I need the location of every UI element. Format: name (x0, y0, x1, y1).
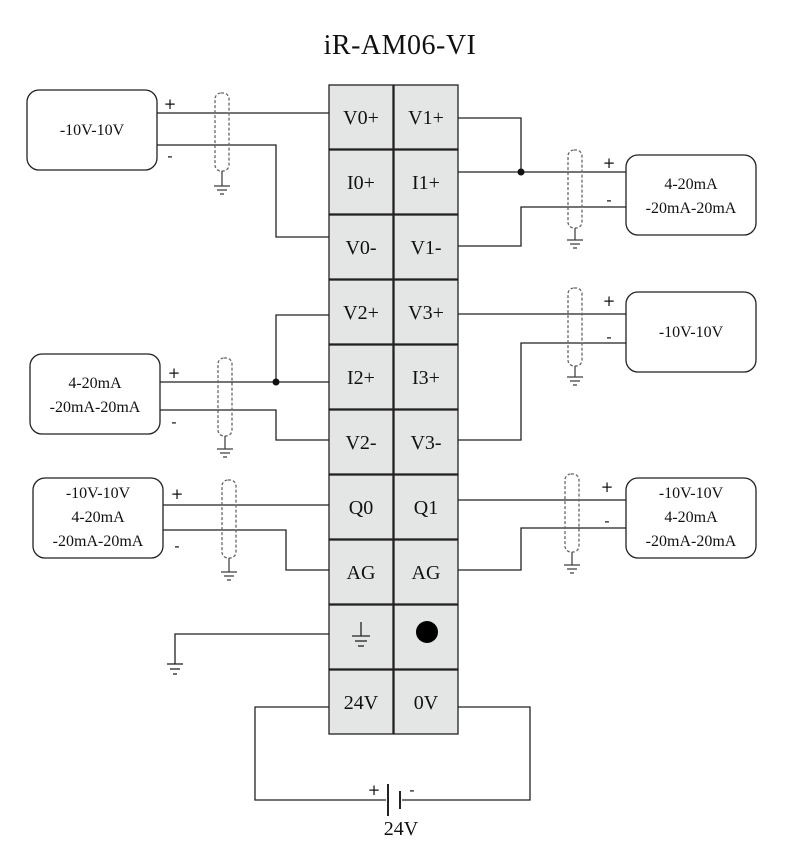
terminal-0v (393, 669, 459, 735)
battery-minus: - (409, 781, 414, 799)
label-v1-plus: V1+ (408, 107, 444, 129)
pol-plus-bottom-left: + (171, 485, 184, 503)
label-0v: 0V (414, 692, 439, 714)
terminal-i0-plus (328, 149, 394, 215)
wire-v0-minus (157, 144, 329, 238)
label-v3-minus: V3- (410, 432, 441, 454)
terminal-i2-plus (328, 344, 394, 410)
label-v2-minus: V2- (345, 432, 376, 454)
wire-0v (402, 706, 531, 801)
pol-minus-bottom-right: - (604, 512, 609, 530)
earth-terminal-icon (352, 622, 370, 647)
device-mid-right (625, 291, 757, 373)
device-top-left-line-1: -10V-10V (60, 122, 125, 139)
device-top-right-line-2: -20mA-20mA (646, 200, 737, 217)
device-bottom-right-line-3: -20mA-20mA (646, 533, 737, 550)
device-bottom-right-line-2: 4-20mA (664, 509, 718, 526)
device-bottom-right (625, 477, 757, 559)
power-supply-label: 24V (384, 818, 419, 840)
pol-plus-bottom-right: + (601, 478, 614, 496)
terminal-earth (328, 604, 394, 670)
device-bottom-left-line-2: 4-20mA (71, 509, 125, 526)
device-bottom-left-line-1: -10V-10V (66, 485, 131, 502)
terminal-v2-minus (328, 409, 394, 475)
junction-dot-right (517, 168, 525, 176)
terminal-v0-plus (328, 84, 394, 150)
label-v1-minus: V1- (410, 237, 441, 259)
device-mid-right-line-1: -10V-10V (659, 324, 724, 341)
wire-ag-right (458, 527, 626, 571)
label-i2-plus: I2+ (347, 367, 375, 389)
wire-v1-minus (458, 206, 626, 247)
device-bottom-left-line-3: -20mA-20mA (53, 533, 144, 550)
terminal-i3-plus (393, 344, 459, 410)
pol-minus-bottom-left: - (174, 537, 179, 555)
label-24v: 24V (344, 692, 379, 714)
terminal-v1-plus (393, 84, 459, 150)
terminal-block (328, 84, 459, 735)
device-mid-left-line-2: -20mA-20mA (50, 399, 141, 416)
label-q0: Q0 (349, 497, 373, 519)
label-v2-plus: V2+ (343, 302, 379, 324)
pol-plus-top-right: + (603, 154, 616, 172)
pol-minus-mid-right: - (606, 328, 611, 346)
pol-minus-top-left: - (167, 147, 172, 165)
terminal-ag-right (393, 539, 459, 605)
wire-earth (174, 633, 329, 664)
pol-plus-mid-left: + (168, 364, 181, 382)
pol-plus-top-left: + (164, 95, 177, 113)
terminal-ag-left (328, 539, 394, 605)
terminal-v0-minus (328, 214, 394, 280)
device-top-left (26, 89, 158, 171)
device-top-right-line-1: 4-20mA (664, 176, 718, 193)
battery-plus: + (368, 781, 381, 799)
terminal-v2-plus (328, 279, 394, 345)
label-i0-plus: I0+ (347, 172, 375, 194)
device-bottom-right-line-1: -10V-10V (659, 485, 724, 502)
junction-dot-left (272, 378, 280, 386)
wire-v1-plus (458, 117, 522, 172)
wire-v3-minus (458, 342, 626, 441)
terminal-q1 (393, 474, 459, 540)
pol-minus-mid-left: - (171, 413, 176, 431)
device-mid-left-line-1: 4-20mA (68, 375, 122, 392)
label-v0-plus: V0+ (343, 107, 379, 129)
pol-plus-mid-right: + (603, 292, 616, 310)
label-i1-plus: I1+ (412, 172, 440, 194)
pol-minus-top-right: - (606, 191, 611, 209)
terminal-v3-minus (393, 409, 459, 475)
device-bottom-left (32, 477, 164, 559)
module-title: iR-AM06-VI (323, 30, 477, 61)
label-q1: Q1 (414, 497, 438, 519)
terminal-24v (328, 669, 394, 735)
label-ag-right: AG (412, 562, 441, 584)
label-v0-minus: V0- (345, 237, 376, 259)
device-top-right (625, 154, 757, 236)
label-v3-plus: V3+ (408, 302, 444, 324)
label-i3-plus: I3+ (412, 367, 440, 389)
terminal-q0 (328, 474, 394, 540)
nc-dot-icon (416, 621, 438, 643)
wire-24v (254, 706, 386, 801)
wire-ag-left (163, 529, 329, 571)
terminal-v1-minus (393, 214, 459, 280)
label-ag-left: AG (347, 562, 376, 584)
wire-v2-plus (275, 314, 329, 382)
terminal-v3-plus (393, 279, 459, 345)
terminal-i1-plus (393, 149, 459, 215)
device-mid-left (29, 353, 161, 435)
